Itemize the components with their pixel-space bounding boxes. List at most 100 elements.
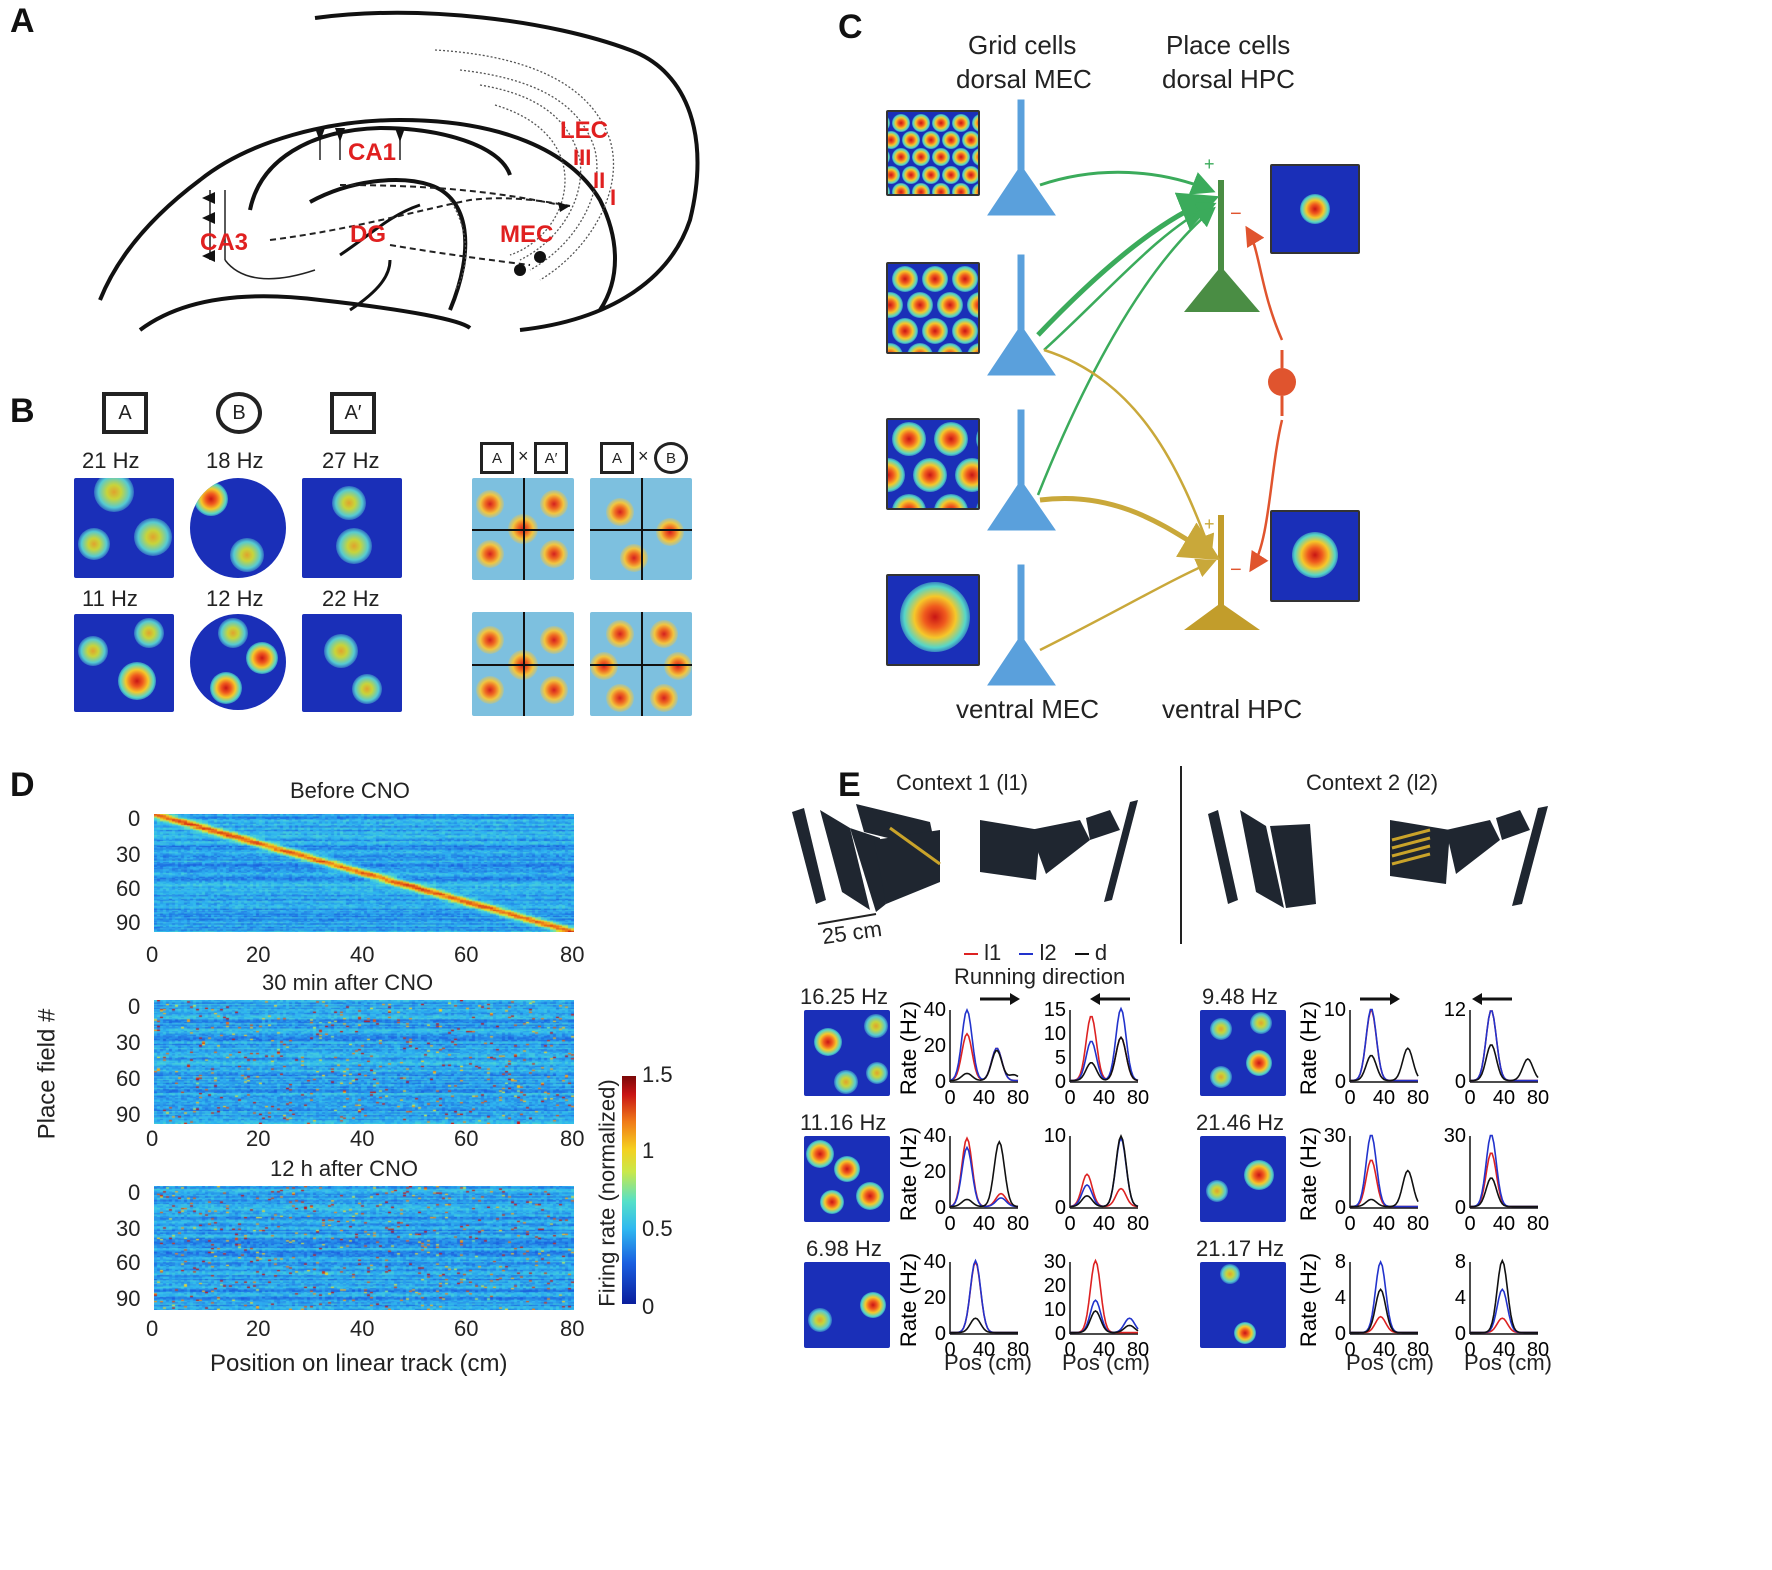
- rate-curve-l1: [1470, 1010, 1538, 1082]
- x-tick-label: 0: [1064, 1339, 1075, 1361]
- layer-iii-label: III: [573, 145, 591, 170]
- x-tick-label: 0: [146, 1316, 159, 1341]
- y-tick-label: 0: [128, 994, 141, 1019]
- ventral-hpc-label: ventral HPC: [1162, 694, 1303, 724]
- grid-field-blob: [952, 148, 970, 167]
- place-field-heatmap: [154, 814, 574, 932]
- x-tick-label: 0: [944, 1339, 955, 1361]
- y-tick-label: 0: [1335, 1197, 1346, 1219]
- grid-field-blob: [942, 131, 960, 150]
- context-2-title: Context 2 (l2): [1306, 770, 1439, 795]
- rate-curve-d: [1469, 1177, 1538, 1208]
- y-tick-label: 10: [1044, 1299, 1066, 1321]
- rate-curve-d: [1069, 1134, 1139, 1208]
- peak-rate-label: 11.16 Hz: [800, 1110, 887, 1135]
- x-tick-label: 40: [973, 1087, 995, 1109]
- box-b-icon: B: [654, 442, 688, 474]
- colorbar-tick: 0: [642, 1294, 655, 1319]
- y-tick-label: 0: [128, 1180, 141, 1205]
- grid-field-blob: [888, 114, 890, 132]
- rate-label: 22 Hz: [322, 586, 380, 611]
- y-tick-label: 0: [1335, 1071, 1346, 1093]
- rate-curve-d: [1350, 1288, 1418, 1334]
- grid-field-blob: [922, 131, 940, 150]
- grid-field-blob: [892, 266, 918, 292]
- grid-field-blob: [932, 114, 950, 132]
- place-field-map: [1270, 164, 1360, 254]
- cross-correlation-map: [472, 478, 574, 580]
- rate-axis-label: Rate (Hz): [1296, 1253, 1321, 1347]
- x-tick-label: 0: [1064, 1213, 1075, 1235]
- pos-axis-label: Pos (cm): [1062, 1350, 1150, 1375]
- place-field-heatmap: [154, 1186, 574, 1310]
- grid-field-blob: [962, 165, 978, 184]
- place-cells-title: Place cells: [1166, 30, 1291, 60]
- grid-cell-map: [886, 418, 980, 510]
- panel-label-b: B: [10, 392, 35, 430]
- y-tick-label: 60: [116, 1250, 141, 1275]
- rate-label: 11 Hz: [82, 586, 138, 611]
- colorbar-label: Firing rate (normalized): [594, 1079, 620, 1307]
- x-tick-label: 80: [560, 1316, 585, 1341]
- grid-field-blob: [972, 148, 978, 167]
- y-tick-label: 10: [1044, 1023, 1066, 1045]
- x-tick-label: 80: [1007, 1087, 1029, 1109]
- grid-field-blob: [892, 182, 910, 194]
- grid-field-blob: [888, 343, 903, 352]
- y-tick-label: 20: [924, 1287, 946, 1309]
- x-tick-label: 20: [246, 942, 271, 967]
- rate-map: [302, 478, 402, 578]
- x-tick-label: 0: [1344, 1339, 1355, 1361]
- rate-label: 21 Hz: [82, 448, 140, 473]
- x-tick-label: 60: [454, 1126, 479, 1151]
- running-direction-label: Running direction: [954, 964, 1126, 989]
- place-field-map: [1270, 510, 1360, 602]
- x-tick-label: 80: [1527, 1087, 1549, 1109]
- y-tick-label: 0: [935, 1323, 946, 1345]
- context-1-title: Context 1 (l1): [896, 770, 1029, 795]
- x-tick-label: 60: [454, 1316, 479, 1341]
- grid-field-blob: [886, 266, 888, 292]
- x-tick-label: 40: [1373, 1087, 1395, 1109]
- rate-map: [804, 1010, 890, 1096]
- x-tick-label: 80: [1007, 1213, 1029, 1235]
- y-tick-label: 0: [128, 806, 141, 831]
- rate-curve-l2: [1069, 1006, 1139, 1082]
- colorbar-tick: 0.5: [642, 1216, 673, 1241]
- x-tick-label: 40: [1493, 1213, 1515, 1235]
- x-tick-label: 40: [1093, 1087, 1115, 1109]
- grid-field-blob: [967, 343, 978, 352]
- grid-field-blob: [912, 182, 930, 194]
- grid-field-blob: [888, 458, 905, 493]
- grid-field-blob: [907, 291, 933, 318]
- rate-axis-label: Rate (Hz): [900, 1253, 921, 1347]
- box-b-icon: B: [216, 392, 262, 434]
- rate-curve-d: [950, 1049, 1019, 1082]
- hippocampus-diagram: CA1 CA3 DG MEC LEC III II I: [98, 10, 700, 332]
- y-tick-label: 0: [1055, 1071, 1066, 1093]
- rate-curve-d: [950, 1139, 1019, 1208]
- right-arrow-icon: [1360, 993, 1400, 1005]
- rate-map: [804, 1262, 890, 1348]
- y-tick-label: 8: [1455, 1251, 1466, 1273]
- x-tick-label: 40: [973, 1339, 995, 1361]
- rate-curve-l2: [950, 1258, 1018, 1334]
- x-tick-label: 80: [1007, 1339, 1029, 1361]
- colorbar: [622, 1076, 636, 1304]
- peak-rate-label: 21.17 Hz: [1196, 1236, 1285, 1261]
- rate-curve-d: [950, 1317, 1018, 1334]
- y-tick-label: 20: [924, 1161, 946, 1183]
- grid-field-blob: [912, 114, 930, 132]
- x-tick-label: 80: [560, 942, 585, 967]
- rate-label: 18 Hz: [206, 448, 264, 473]
- place-field-heatmap: [154, 1000, 574, 1124]
- box-a-icon: A: [480, 442, 514, 474]
- legend-l1-swatch: [964, 953, 978, 956]
- dg-label: DG: [350, 221, 386, 248]
- legend-l2-label: l2: [1039, 940, 1057, 965]
- x-tick-label: 80: [1127, 1087, 1149, 1109]
- heatmap-title: 30 min after CNO: [262, 970, 434, 995]
- x-tick-label: 80: [560, 1126, 585, 1151]
- legend-l1-label: l1: [984, 940, 1002, 965]
- cross-symbol: ×: [518, 446, 529, 466]
